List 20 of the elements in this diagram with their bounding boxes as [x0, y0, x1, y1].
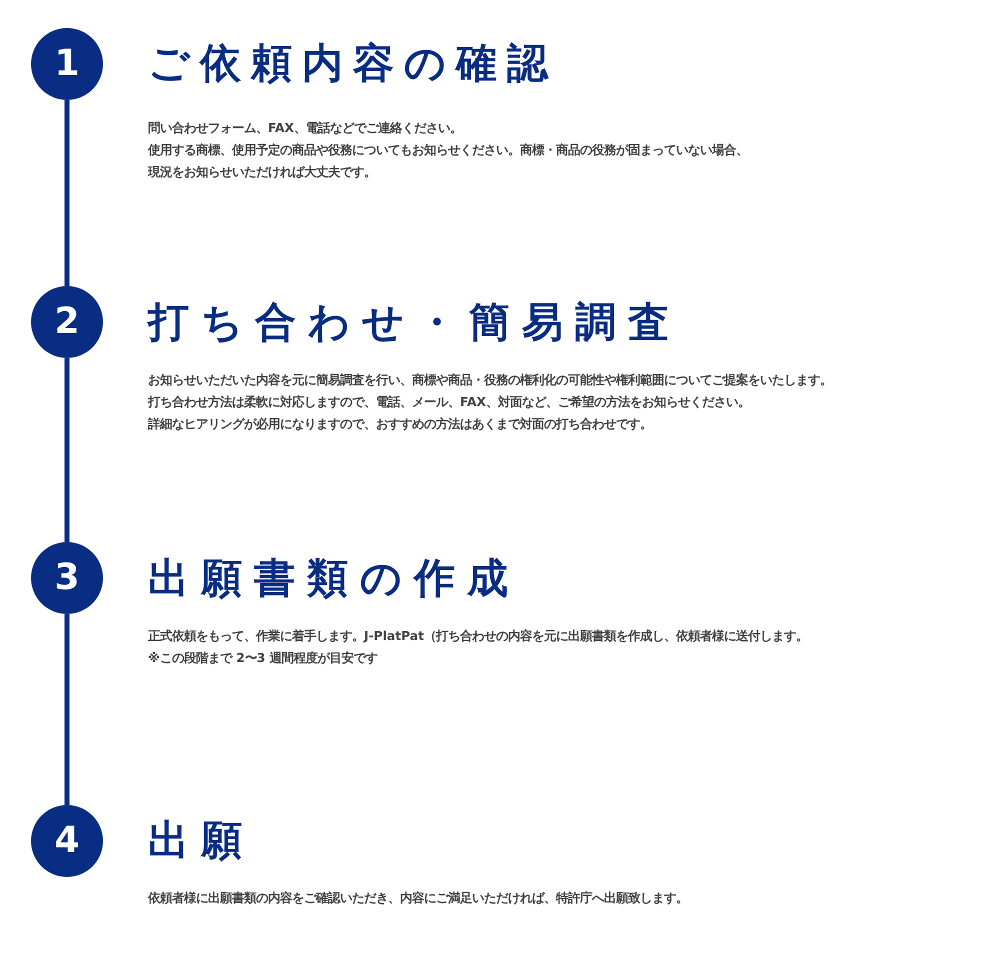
step-heading: 出願書類の作成 [148, 553, 520, 604]
step-heading: ご依頼内容の確認 [148, 38, 558, 89]
connector-line [64, 100, 70, 286]
step-description: 依頼者様に出願書類の内容をご確認いただき、内容にご満足いただければ、特許庁へ出願致します。 [148, 890, 688, 906]
step-description: 正式依頼をもって、作業に着手します。J-PlatPat（打ち合わせの内容を元に出願書類を作成し、依頼者様に送付します。 [148, 628, 808, 644]
step-description: お知らせいただいた内容を元に簡易調査を行い、商標や商品・役務の権利化の可能性や権利範囲についてご提案をいたします。 [148, 372, 832, 388]
connector-line [64, 358, 70, 542]
step-number: 4 [54, 821, 80, 861]
step-description: 打ち合わせ方法は柔軟に対応しますので、電話、メール、FAX、対面など、ご希望の方法をお知らせください。 [148, 394, 750, 411]
step-description: 使用する商標、使用予定の商品や役務についてもお知らせください。商標・商品の役務が固まっていない場合、 [148, 142, 748, 159]
step-description: ※この段階まで 2〜3 週間程度が目安です [148, 650, 378, 667]
step-heading: 出願 [148, 815, 254, 866]
step-number: 3 [54, 558, 80, 598]
step-description: 問い合わせフォーム、FAX、電話などでご連絡ください。 [148, 120, 462, 136]
step-description: 現況をお知らせいただければ大丈夫です。 [148, 164, 376, 182]
step-number: 2 [54, 302, 80, 342]
step-number: 1 [54, 44, 80, 84]
connector-line [64, 614, 70, 805]
step-heading: 打ち合わせ・簡易調査 [148, 297, 681, 348]
step-description: 詳細なヒアリングが必用になりますので、おすすめの方法はあくまで対面の打ち合わせです。 [148, 416, 652, 434]
